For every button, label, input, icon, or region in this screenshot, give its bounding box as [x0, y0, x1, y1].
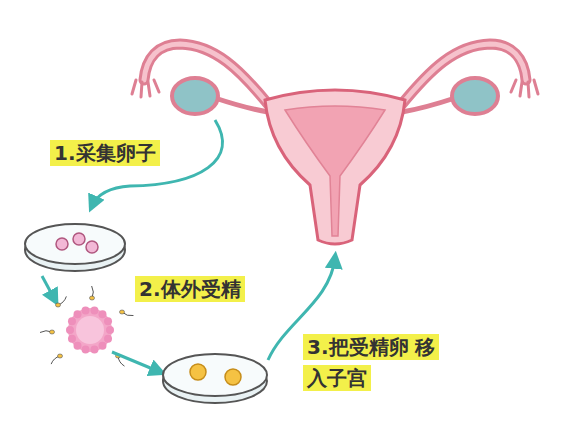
- step-label: 3.把受精卵 移入子宫: [303, 332, 441, 394]
- step-text: 1.采集卵子: [50, 140, 160, 166]
- uterine-cavity: [285, 106, 385, 236]
- step-text: 2.体外受精: [135, 276, 245, 302]
- flow-arrow: [42, 276, 55, 300]
- ovary: [172, 78, 218, 114]
- petri-dish: [25, 224, 125, 271]
- flow-arrow: [112, 352, 160, 372]
- petri-dish: [163, 354, 267, 403]
- step-text: 3.把受精卵 移入子宫: [303, 334, 439, 391]
- step-label: 1.采集卵子: [50, 138, 250, 169]
- uterus: [265, 90, 405, 244]
- ovary: [452, 78, 498, 114]
- step-label: 2.体外受精: [135, 274, 335, 305]
